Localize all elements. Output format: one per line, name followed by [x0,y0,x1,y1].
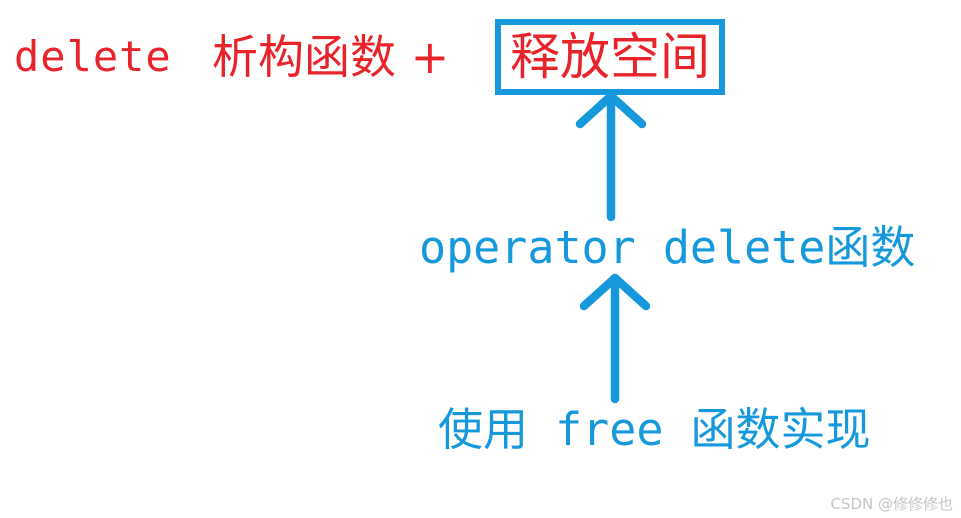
up-arrow-icon [575,91,647,222]
free-space-label: 释放空间 [510,28,710,86]
csdn-watermark: CSDN @修修修也 [830,495,953,513]
up-arrow-icon [579,273,651,404]
destructor-plus-text: 析构函数 + [212,30,450,84]
delete-keyword: delete [14,32,172,81]
free-implementation-label: 使用 free 函数实现 [438,403,871,456]
operator-delete-label: operator delete函数 [419,221,916,274]
free-space-box: 释放空间 [495,19,725,95]
